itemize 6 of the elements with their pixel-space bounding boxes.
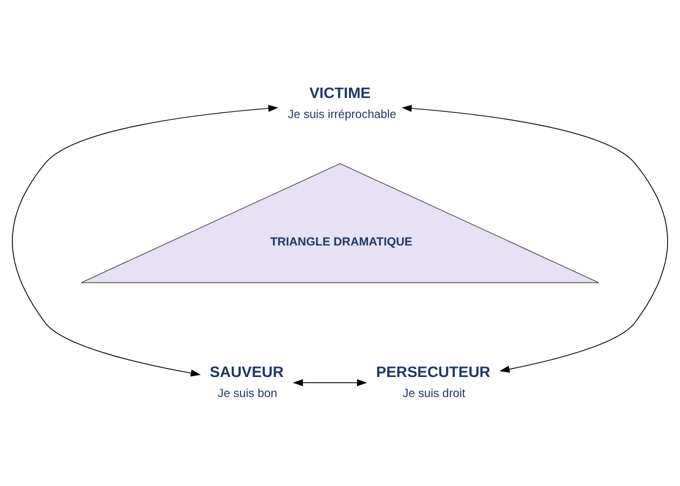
- node-text: PERSECUTEUR Je suis droit: [376, 364, 490, 400]
- arrow: [12, 104, 278, 377]
- arrow: [292, 379, 368, 386]
- arrow: [402, 104, 668, 373]
- node-text: SAUVEUR Je suis bon: [210, 364, 284, 400]
- node-text: VICTIME Je suis irréprochable: [288, 84, 396, 121]
